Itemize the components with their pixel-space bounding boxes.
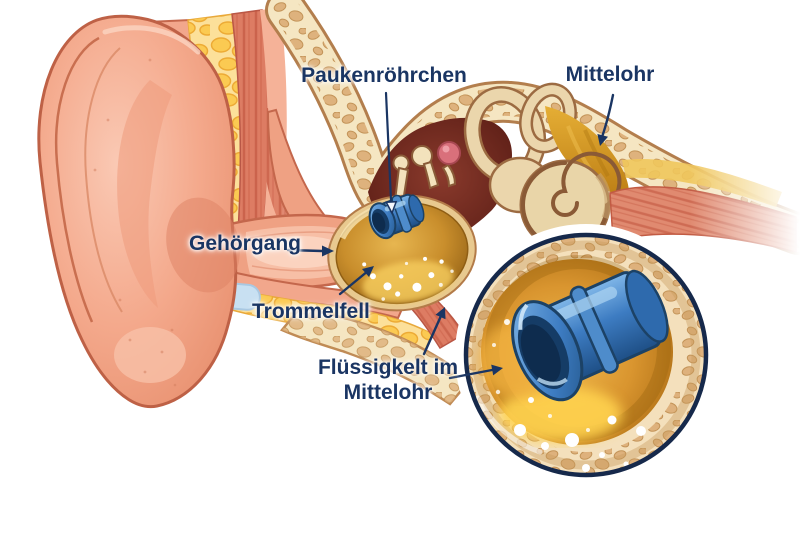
label-fluessigkeit-im-mittelohr: Flüssigkelt im Mittelohr	[318, 355, 458, 405]
lower-tissue-layers	[185, 260, 472, 406]
tympanostomy-tube-inset	[511, 269, 669, 402]
inset-bubbles	[492, 319, 646, 472]
fluessigkeit-arrow-up	[422, 307, 446, 356]
pinna	[37, 14, 240, 409]
gehoergang-arrow	[286, 245, 334, 257]
skin-freckles	[93, 58, 177, 387]
mittelohr-arrow	[597, 93, 615, 146]
label-mittelohr: Mittelohr	[565, 63, 655, 86]
fade-overlay	[690, 0, 800, 268]
ossicle-head	[437, 141, 461, 165]
label-fluessigkeit-line2: Mittelohr	[343, 381, 433, 404]
paukenroehrchen-leader	[384, 91, 398, 215]
eardrum	[327, 194, 477, 312]
label-arrows	[286, 91, 615, 380]
label-fluessigkeit-line1: Flüssigkelt im	[317, 356, 459, 379]
label-trommelfell: Trommelfell	[252, 300, 370, 323]
label-paukenroehrchen: Paukenröhrchen	[301, 64, 467, 87]
drum-bubbles	[362, 256, 454, 301]
fluessigkeit-arrow-right	[448, 364, 503, 380]
inset-border	[463, 232, 709, 478]
label-gehoergang: Gehörgang	[189, 232, 302, 255]
inset-magnifier	[455, 224, 717, 486]
trommelfell-arrow	[338, 266, 374, 296]
